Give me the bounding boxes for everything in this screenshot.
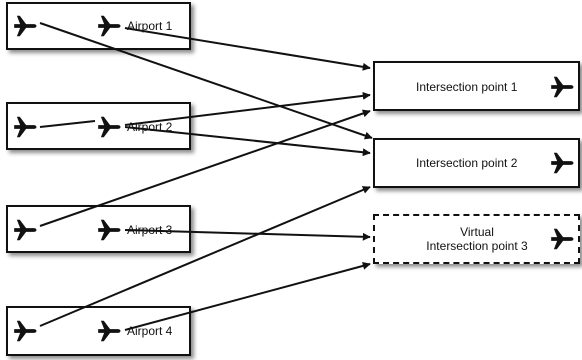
airplane-icon	[12, 13, 38, 39]
airplane-icon	[96, 13, 122, 39]
intersection-label-1: Intersection point 1	[416, 80, 518, 94]
airplane-icon	[12, 114, 38, 140]
airport-label-3: Airport 3	[127, 223, 173, 237]
airport-label-1: Airport 1	[127, 19, 173, 33]
intersection-box-1	[373, 61, 580, 111]
airplane-icon	[96, 318, 122, 344]
airplane-icon	[12, 217, 38, 243]
airplane-icon	[96, 217, 122, 243]
airplane-icon	[549, 226, 575, 252]
intersection-box-2	[373, 138, 580, 188]
intersection-label-3: Virtual Intersection point 3	[426, 225, 528, 253]
airplane-icon	[549, 150, 575, 176]
intersection-box-3-virtual	[373, 214, 580, 264]
airport-label-2: Airport 2	[127, 120, 173, 134]
airplane-icon	[96, 114, 122, 140]
airport-label-4: Airport 4	[127, 324, 173, 338]
airplane-icon	[549, 74, 575, 100]
airplane-icon	[12, 318, 38, 344]
intersection-label-2: Intersection point 2	[416, 156, 518, 170]
